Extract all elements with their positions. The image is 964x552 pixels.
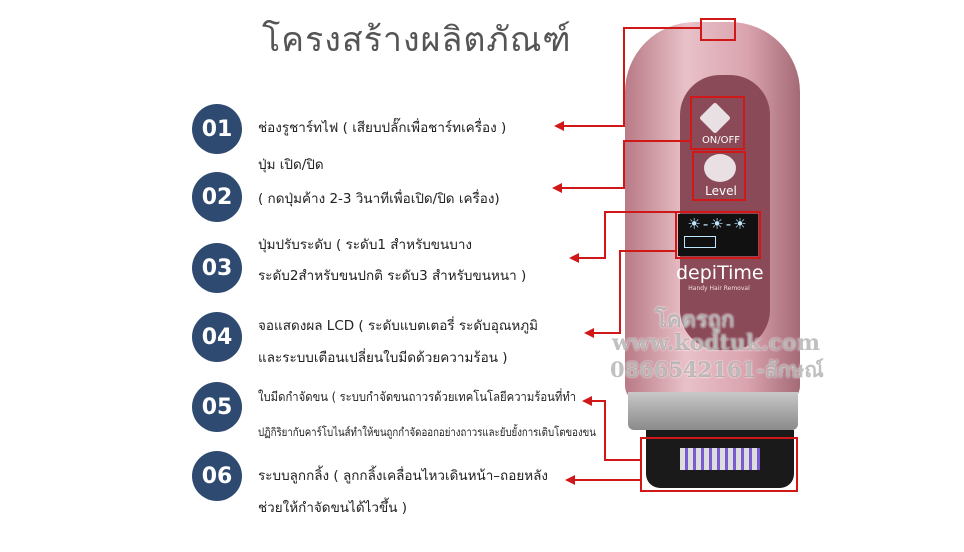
brand-tagline: Handy Hair Removal (688, 285, 750, 292)
charge-port-highlight (700, 18, 736, 41)
roller-highlight (640, 437, 798, 492)
item-02-line: ( กดปุ่มค้าง 2-3 วินาทีเพื่อเปิด/ปิด เคร… (258, 191, 500, 207)
level-highlight (692, 151, 746, 201)
battery-icon (684, 236, 716, 248)
arrow-04-line (619, 250, 621, 334)
arrow-02-line (623, 140, 691, 142)
item-04-line: และระบบเตือนเปลี่ยนใบมีดด้วยความร้อน ) (258, 350, 508, 366)
roller (646, 430, 794, 488)
arrow-03-head-icon (569, 253, 579, 263)
badge-03: 03 (192, 243, 242, 293)
arrow-04-line (593, 332, 621, 334)
watermark-url: www.kodtuk.com (612, 330, 820, 356)
level-label: Level (705, 184, 737, 198)
item-05-line: ใบมีดกำจัดขน ( ระบบกำจัดขนถาวรด้วยเทคโนโ… (258, 389, 577, 404)
badge-04: 04 (192, 312, 242, 362)
arrow-01-line (623, 27, 625, 127)
arrow-03-line (604, 211, 606, 259)
onoff-label: ON/OFF (701, 135, 741, 146)
page-title: โครงสร้างผลิตภัณฑ์ (262, 20, 572, 60)
arrow-02-line (561, 187, 625, 189)
temperature-icon: ☀-☀-☀ (687, 215, 749, 233)
item-01-line: ช่องรูชาร์ทไฟ ( เสียบปลั๊กเพื่อชาร์ทเครื… (258, 120, 507, 136)
badge-02: 02 (192, 172, 242, 222)
badge-01: 01 (192, 104, 242, 154)
level-button-icon (704, 154, 736, 182)
arrow-05-line (604, 400, 606, 460)
arrow-03-line (604, 211, 676, 213)
brand-logo: depiTime (676, 262, 764, 284)
arrow-01-head-icon (554, 121, 564, 131)
arrow-05-head-icon (582, 396, 592, 406)
item-04-line: จอแสดงผล LCD ( ระดับแบตเตอรี่ ระดับอุณหภ… (258, 318, 539, 334)
roller-teeth (680, 448, 760, 470)
arrow-04-line (619, 250, 676, 252)
item-03-line: ระดับ2สำหรับขนปกติ ระดับ3 สำหรับขนหนา ) (258, 268, 527, 284)
blade-head (628, 392, 798, 430)
arrow-01-line (623, 27, 701, 29)
lcd-highlight (675, 211, 761, 259)
item-03-line: ปุ่มปรับระดับ ( ระดับ1 สำหรับขนบาง (258, 237, 473, 253)
arrow-05-line (604, 459, 641, 461)
arrow-01-line (563, 125, 625, 127)
arrow-04-head-icon (584, 328, 594, 338)
lcd-screen: ☀-☀-☀ (678, 214, 758, 256)
item-02-line: ปุ่ม เปิด/ปิด (258, 157, 324, 173)
arrow-06-line (574, 479, 640, 481)
arrow-03-line (578, 257, 606, 259)
arrow-05-line (591, 400, 606, 402)
arrow-06-head-icon (565, 475, 575, 485)
item-06-line: ช่วยให้กำจัดขนได้ไวขึ้น ) (258, 500, 407, 516)
onoff-highlight (690, 96, 745, 150)
item-06-line: ระบบลูกกลิ้ง ( ลูกกลิ้งเคลื่อนไหวเดินหน้… (258, 468, 549, 484)
item-05-line: ปฏิกิริยากับคาร์โบไนส์ทำให้ขนถูกกำจัดออก… (258, 425, 596, 439)
badge-05: 05 (192, 382, 242, 432)
watermark-name: โคตรถูก (655, 307, 735, 333)
arrow-02-line (623, 140, 625, 189)
badge-06: 06 (192, 451, 242, 501)
arrow-02-head-icon (552, 183, 562, 193)
watermark-phone: 0866542161-ลักษณ์ (610, 357, 824, 382)
